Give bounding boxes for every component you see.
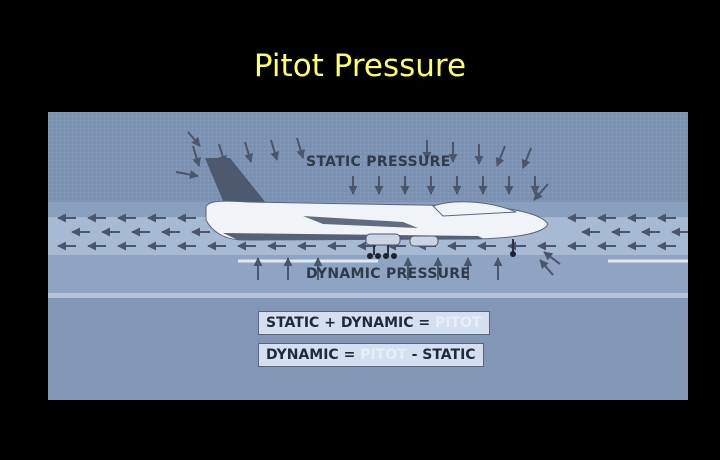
eq2-term-static: STATIC — [422, 347, 476, 363]
static-arrow — [296, 137, 305, 159]
static-arrow — [521, 147, 532, 169]
eq2-operator-equals: = — [343, 347, 356, 363]
eq2-operator-minus: - — [411, 347, 418, 363]
static-arrow — [192, 145, 201, 167]
sky-band — [48, 112, 688, 202]
eq2-term-pitot: PITOT — [360, 347, 407, 363]
tail-fin — [205, 158, 270, 208]
eq2-term-dynamic: DYNAMIC — [266, 347, 339, 363]
static-arrow — [533, 183, 549, 201]
static-arrow — [270, 139, 279, 161]
diagram-panel: STATIC PRESSURE DYNAMIC PRESSURE STATIC … — [48, 112, 688, 400]
equation-static-plus-dynamic: STATIC + DYNAMIC = PITOT — [258, 311, 490, 335]
eq1-term-static: STATIC — [266, 315, 320, 331]
dynamic-pressure-label: DYNAMIC PRESSURE — [306, 266, 471, 282]
static-arrow — [495, 145, 506, 167]
dynamic-arrow — [539, 259, 554, 276]
engine-outer — [409, 235, 439, 247]
static-arrow — [244, 141, 253, 163]
upper-deck — [432, 201, 517, 217]
equation-dynamic-equals: DYNAMIC = PITOT - STATIC — [258, 343, 484, 367]
runway-edge — [48, 293, 688, 298]
engine-inner — [365, 233, 401, 246]
eq1-term-pitot: PITOT — [435, 315, 482, 331]
eq1-operator-equals: = — [418, 315, 431, 331]
static-arrow — [187, 131, 201, 147]
dynamic-arrow — [543, 251, 561, 265]
static-arrow — [175, 170, 199, 179]
dynamic-pressure-arrows — [253, 251, 561, 280]
eq1-operator-plus: + — [324, 315, 336, 331]
eq1-term-dynamic: DYNAMIC — [340, 315, 414, 331]
static-pressure-arrows — [175, 131, 549, 201]
static-pressure-label: STATIC PRESSURE — [306, 154, 451, 170]
nose-gear-wheel — [510, 251, 516, 257]
airplane-icon — [205, 158, 549, 259]
slide-title: Pitot Pressure — [253, 48, 467, 84]
main-gear-wheel — [367, 253, 373, 259]
wing — [303, 216, 418, 228]
